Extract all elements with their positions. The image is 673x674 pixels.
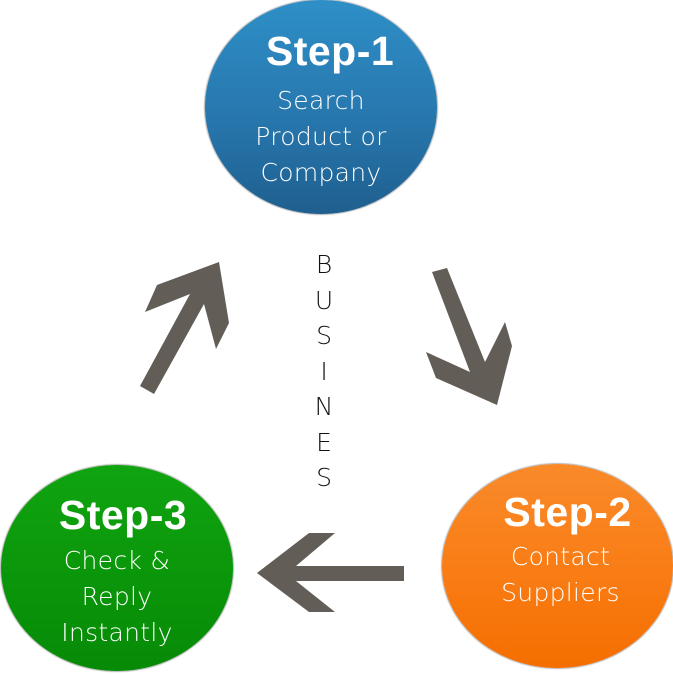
step-3-line: Instantly	[61, 618, 173, 647]
step-1-description: Search Product or Company	[205, 83, 437, 191]
step-3-circle: Step-3 Check & Reply Instantly	[1, 465, 233, 671]
center-letter: B	[315, 250, 333, 279]
center-vertical-word: B U S I N E S	[306, 247, 342, 496]
step-3-line: Reply	[81, 582, 153, 611]
arrow-step2-to-step3-icon	[257, 533, 404, 612]
step-3-title: Step-3	[58, 492, 188, 538]
step-1-title: Step-1	[265, 28, 395, 74]
step-1-line: Search	[277, 86, 365, 115]
center-letter: N	[314, 392, 334, 421]
center-letter: U	[314, 285, 334, 315]
step-3-line: Check &	[63, 546, 171, 575]
center-letter: I	[320, 356, 328, 386]
step-2-line: Contact	[510, 542, 611, 571]
arrow-step3-to-step1-icon	[140, 262, 229, 394]
step-2-circle: Step-2 Contact Suppliers	[442, 464, 673, 668]
arrow-step1-to-step2-icon	[426, 268, 512, 405]
step-2-title: Step-2	[503, 489, 632, 535]
step-2-description: Contact Suppliers	[448, 539, 673, 611]
step-3-description: Check & Reply Instantly	[1, 543, 233, 651]
step-1-line: Company	[260, 158, 382, 187]
center-letter: S	[316, 321, 332, 350]
center-letter: E	[316, 427, 332, 457]
step-2-line: Suppliers	[501, 578, 620, 607]
step-1-circle: Step-1 Search Product or Company	[205, 0, 437, 214]
center-letter: S	[316, 463, 332, 492]
step-1-line: Product or	[255, 122, 387, 151]
